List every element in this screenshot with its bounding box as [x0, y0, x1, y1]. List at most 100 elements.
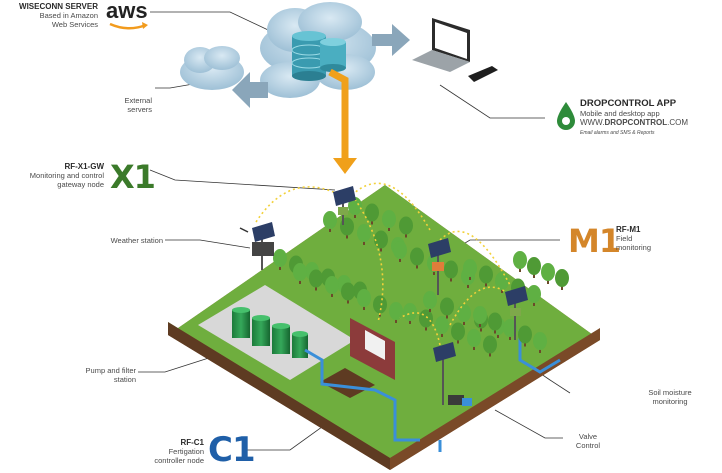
external-line1: External	[124, 96, 152, 105]
app-url-prefix: WWW.	[580, 118, 605, 127]
server-line2: Web Services	[51, 20, 98, 29]
arrow-to-external-icon	[232, 72, 268, 108]
app-line1: Mobile and desktop app	[580, 109, 660, 118]
gateway-node-icon	[333, 186, 356, 225]
tree-crown	[555, 269, 569, 287]
server-title: WISECONN SERVER	[19, 2, 98, 11]
tree-crown	[541, 263, 555, 281]
tree-crown	[399, 216, 413, 235]
fertigation-cabinet	[350, 318, 395, 380]
tree-crown	[373, 295, 387, 314]
valve-line2: Control	[575, 441, 601, 450]
external-servers-label: External servers	[100, 96, 152, 114]
pump-line1: Pump and filter	[85, 366, 136, 375]
tree-crown	[389, 302, 403, 320]
tree-crown	[473, 306, 487, 324]
tree-crown	[483, 335, 497, 354]
app-note: Email alarms and SMS & Reports	[580, 130, 655, 136]
tree-crown	[533, 332, 547, 350]
tree-crown	[357, 289, 371, 307]
tree-crown	[357, 224, 371, 242]
server-line1: Based in Amazon	[39, 11, 98, 20]
gateway-label: RF-X1-GW Monitoring and control gateway …	[2, 162, 104, 189]
arrow-to-app-icon	[372, 24, 410, 56]
tree-crown	[440, 297, 454, 316]
laptop-icon	[412, 18, 470, 72]
server-label: WISECONN SERVER Based in Amazon Web Serv…	[2, 2, 98, 29]
tree-crown	[467, 329, 481, 347]
field-badge: M1	[568, 222, 621, 260]
tree-crown	[273, 249, 287, 267]
wireless-signals	[255, 182, 511, 346]
soil-node-icon	[505, 286, 528, 340]
app-label: DROPCONTROL APP Mobile and desktop app W…	[580, 98, 720, 138]
aws-smile-icon	[109, 22, 148, 30]
irrigation-pipes	[304, 330, 561, 452]
tree-crown	[403, 303, 417, 321]
tree-crown	[365, 203, 379, 222]
soil-line2: monitoring	[652, 397, 688, 406]
gateway-line2: gateway node	[57, 180, 104, 189]
weather-label: Weather station	[110, 236, 163, 245]
tree-crown	[410, 247, 424, 266]
field-monitor-node-icon	[428, 238, 451, 295]
tree-crown	[444, 260, 458, 279]
external-cloud	[180, 46, 244, 90]
phone-icon	[468, 66, 498, 82]
pump-line2: station	[113, 375, 136, 384]
tree-crown	[435, 316, 449, 334]
tree-crown	[495, 272, 509, 290]
app-url-bold: DROPCONTROL	[604, 118, 668, 127]
pump-label: Pump and filter station	[60, 366, 136, 384]
tree-crown	[518, 325, 532, 344]
external-line2: servers	[127, 105, 152, 114]
uplink-arrow-icon	[328, 68, 357, 174]
app-url: WWW.DROPCONTROL.COM	[580, 118, 720, 127]
tree-crown	[503, 319, 517, 337]
aws-logo: aws	[106, 0, 148, 23]
field-line1: Field	[616, 234, 633, 243]
tree-crown	[457, 304, 471, 322]
orchard-trees	[273, 197, 569, 357]
tree-crown	[293, 263, 307, 281]
soil-line1: Soil moisture	[648, 388, 692, 397]
tree-crown	[325, 276, 339, 294]
database-icon	[291, 31, 346, 81]
tree-crown	[393, 241, 407, 259]
tree-crown	[341, 282, 355, 301]
field-label: RF-M1 Field monitoring	[616, 225, 676, 252]
tree-crown	[382, 210, 396, 228]
field-line2: monitoring	[616, 243, 652, 252]
valve-node-icon	[433, 342, 472, 406]
tree-crown	[309, 269, 323, 288]
tree-crown	[527, 285, 541, 303]
tree-crown	[348, 197, 362, 215]
tree-crown	[451, 322, 465, 341]
fertigation-label: RF-C1 Fertigation controller node	[120, 438, 204, 465]
tree-crown	[513, 251, 527, 269]
fertigation-code: RF-C1	[180, 438, 204, 447]
fertigation-badge: C1	[208, 430, 256, 470]
gateway-line1: Monitoring and control	[29, 171, 104, 180]
weather-station-icon	[239, 222, 275, 270]
fertigation-line1: Fertigation	[168, 447, 204, 456]
pump-station-tanks	[232, 307, 308, 358]
fertigation-line2: controller node	[154, 456, 204, 465]
tree-crown	[479, 265, 493, 284]
gateway-badge: X1	[110, 158, 156, 196]
tree-crown	[527, 257, 541, 275]
app-title: DROPCONTROL APP	[580, 98, 677, 109]
tree-crown	[323, 211, 337, 229]
valve-line1: Valve	[578, 432, 598, 441]
soil-label: Soil moisture monitoring	[630, 388, 710, 406]
valve-label: Valve Control	[560, 432, 616, 450]
gateway-code: RF-X1-GW	[64, 162, 104, 171]
tree-crown	[463, 259, 477, 277]
tree-crown	[423, 291, 437, 309]
app-url-suffix: .COM	[667, 118, 688, 127]
dropcontrol-logo-icon	[557, 102, 575, 130]
tree-crown	[419, 309, 433, 328]
field-code: RF-M1	[616, 225, 641, 234]
tree-crown	[488, 312, 502, 331]
